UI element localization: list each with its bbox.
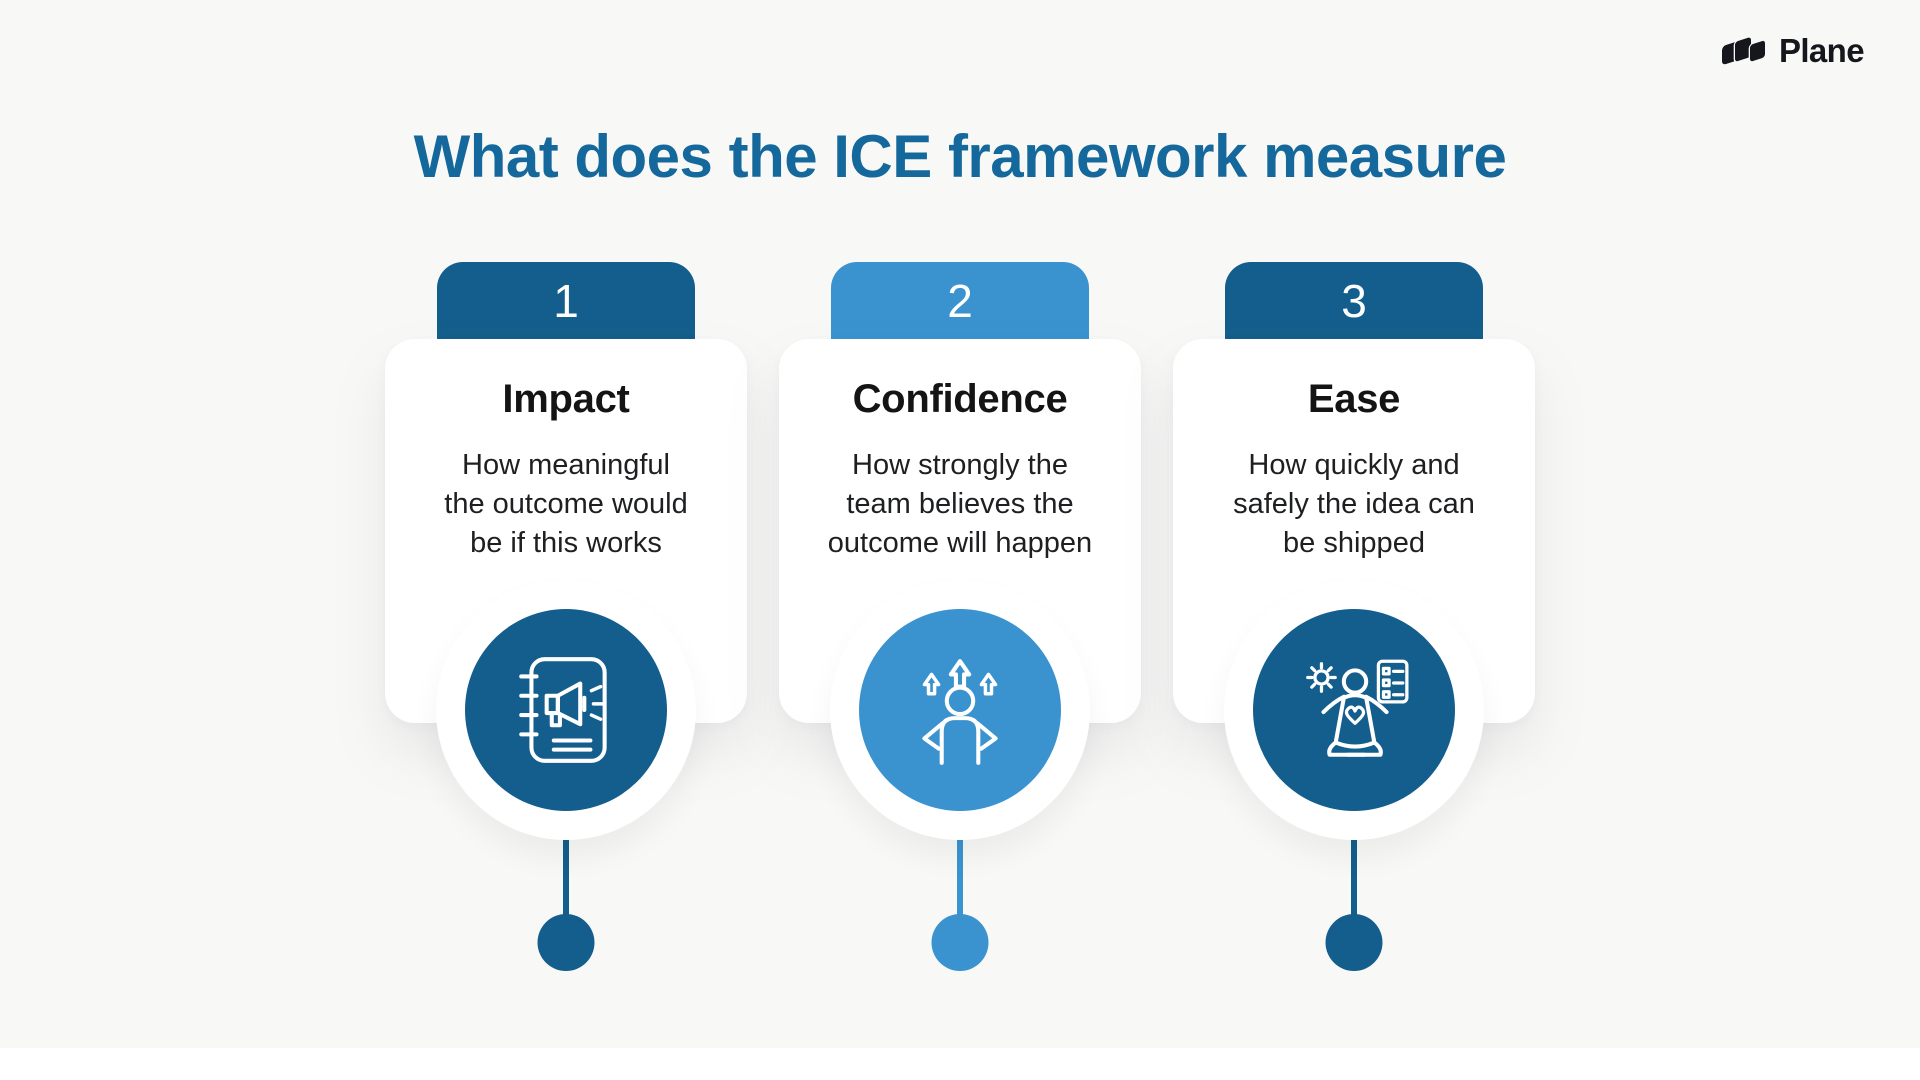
card-number-badge: 1 [437, 262, 695, 340]
card-description: How meaningful the outcome would be if t… [444, 449, 688, 559]
card-number: 2 [947, 275, 973, 327]
card-description: How quickly and safely the idea can be s… [1233, 449, 1475, 559]
card-number-badge: 3 [1225, 262, 1483, 340]
brand-wordmark: Plane [1778, 31, 1865, 69]
ice-column-confidence: 2 Confidence How strongly the team belie… [779, 262, 1141, 982]
meditating-person-gear-checklist-icon [1306, 659, 1409, 757]
ice-column-impact: 1 Impact How meaningful the outcome woul… [385, 262, 747, 982]
plane-logo-icon [1721, 30, 1769, 70]
card-number-badge: 2 [831, 262, 1089, 340]
connector-dot [931, 914, 989, 971]
card-number: 3 [1341, 275, 1367, 327]
confident-person-arrows-icon [922, 659, 998, 765]
connector-dot [537, 914, 595, 971]
connector-line [563, 839, 569, 916]
connector-dot [1325, 914, 1383, 971]
card-number: 1 [553, 275, 579, 327]
bottom-strip [0, 1048, 1920, 1080]
card-description: How strongly the team believes the outco… [827, 449, 1093, 559]
card-title: Impact [502, 377, 630, 421]
ease-icon-circle [1253, 609, 1455, 811]
page-title: What does the ICE framework measure [413, 123, 1507, 190]
notebook-megaphone-icon [519, 657, 607, 763]
ice-column-ease: 3 Ease How quickly and safely the idea c… [1173, 262, 1535, 982]
card-title: Ease [1307, 377, 1401, 421]
impact-icon-circle [465, 609, 667, 811]
card-title: Confidence [852, 377, 1068, 421]
connector-line [1351, 839, 1357, 916]
brand-logo: Plane [1721, 30, 1865, 70]
confidence-icon-circle [859, 609, 1061, 811]
connector-line [957, 839, 963, 916]
